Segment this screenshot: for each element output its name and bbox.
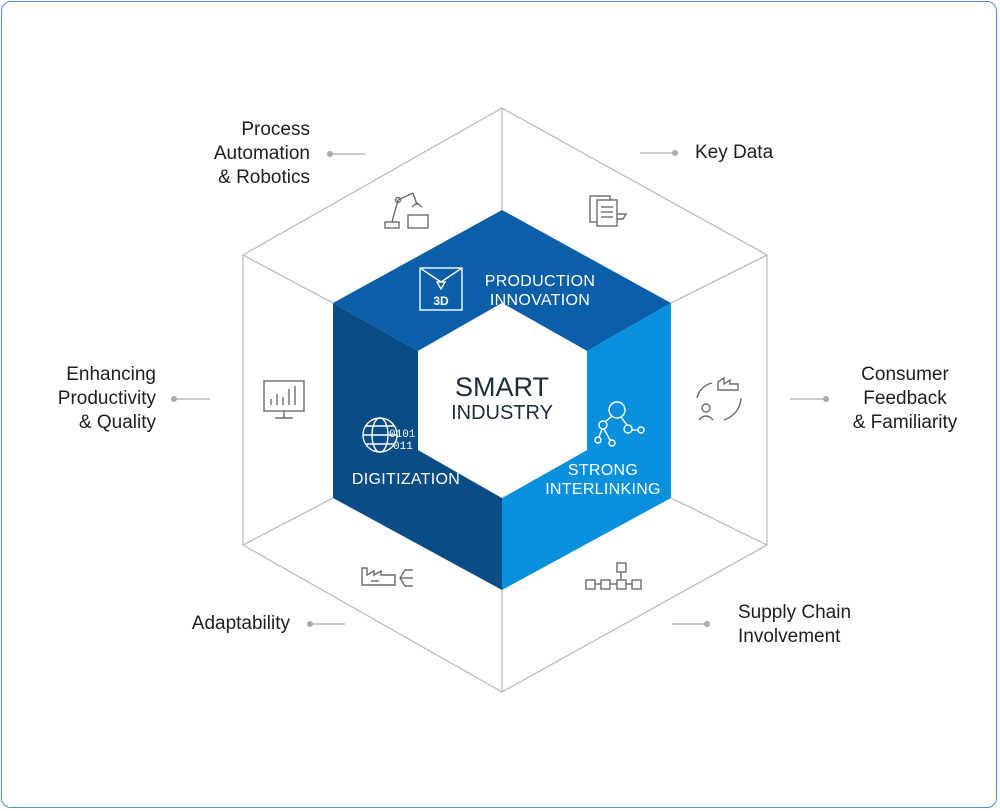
label-process-automation: Process Automation & Robotics bbox=[213, 119, 310, 188]
segment-label-production-innovation: PRODUCTION INNOVATION bbox=[484, 273, 596, 309]
network-nodes-icon bbox=[594, 401, 645, 447]
factory-user-cycle-icon bbox=[696, 376, 742, 421]
svg-text:0101: 0101 bbox=[389, 429, 416, 441]
documents-icon bbox=[589, 195, 628, 227]
hexagon-spokes bbox=[242, 108, 768, 692]
center-hexagon bbox=[418, 303, 587, 498]
monitor-chart-icon bbox=[263, 380, 305, 419]
robot-arm-icon bbox=[384, 192, 429, 229]
center-title-line1: SMART bbox=[454, 372, 549, 402]
3d-printer-icon: 3D bbox=[419, 267, 463, 311]
label-adaptability: Adaptability bbox=[191, 613, 290, 634]
segment-strong-interlinking bbox=[502, 303, 671, 590]
segment-production-innovation bbox=[333, 210, 671, 351]
svg-text:011: 011 bbox=[393, 441, 413, 453]
segment-label-digitization: DIGITIZATION bbox=[351, 471, 461, 488]
globe-binary-icon: 0101 011 bbox=[362, 417, 416, 453]
segment-label-strong-interlinking: STRONG INTERLINKING bbox=[545, 462, 661, 498]
svg-text:3D: 3D bbox=[433, 294, 449, 308]
center-title-line2: INDUSTRY bbox=[451, 402, 553, 424]
label-enhancing-productivity: Enhancing Productivity & Quality bbox=[57, 364, 156, 433]
flowchart-icon bbox=[585, 562, 642, 590]
label-supply-chain: Supply Chain Involvement bbox=[738, 602, 852, 647]
factory-arrows-icon bbox=[361, 567, 413, 587]
label-consumer-feedback: Consumer Feedback & Familiarity bbox=[852, 364, 958, 433]
segment-digitization bbox=[333, 303, 502, 590]
connectors bbox=[171, 150, 829, 627]
label-key-data: Key Data bbox=[695, 142, 774, 163]
